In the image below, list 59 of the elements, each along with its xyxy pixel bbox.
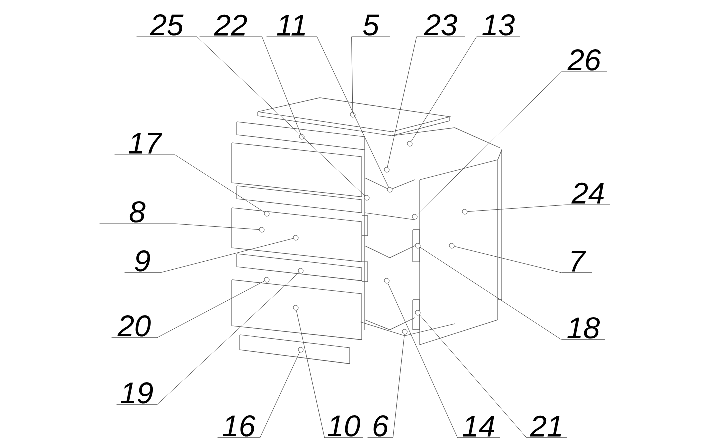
leader-line (156, 281, 265, 338)
part-point (412, 214, 418, 220)
leader-line (411, 36, 478, 142)
part-point (364, 195, 370, 201)
part-point (259, 227, 265, 233)
callout-number: 9 (124, 250, 161, 274)
callout-number: 10 (324, 416, 364, 438)
part-point (462, 209, 468, 215)
callout-number: 20 (112, 316, 158, 338)
part-point (299, 134, 305, 140)
part-point (415, 243, 421, 249)
leader-line (468, 204, 568, 212)
callout-number: 25 (136, 14, 198, 38)
callout-number: 24 (566, 182, 610, 206)
leader-line (296, 310, 326, 438)
callout-number: 23 (416, 14, 466, 38)
part-point (449, 243, 455, 249)
callout-number: 8 (100, 202, 176, 224)
part-point (350, 112, 356, 118)
leader-line (316, 36, 390, 188)
leader-line (160, 238, 294, 274)
callout-number: 16 (218, 416, 260, 438)
leader-line (260, 352, 300, 438)
part-point (415, 310, 421, 316)
part-point (384, 278, 390, 284)
callout-number: 6 (368, 416, 394, 438)
leader-line (174, 224, 260, 230)
callout-number: 7 (562, 251, 592, 274)
part-point (264, 277, 270, 283)
callout-number: 14 (458, 416, 500, 438)
part-point (298, 347, 304, 353)
leader-line (416, 72, 562, 216)
part-point (407, 141, 413, 147)
part-point (264, 211, 270, 217)
callout-number: 13 (476, 14, 520, 38)
part-point (293, 235, 299, 241)
part-point (384, 167, 390, 173)
callout-number: 26 (562, 50, 608, 72)
part-point (293, 305, 299, 311)
callout-number: 19 (116, 382, 158, 406)
leader-line (420, 247, 562, 340)
callout-number: 11 (266, 15, 318, 38)
callout-number: 21 (526, 416, 568, 438)
part-point (387, 187, 393, 193)
part-point (402, 329, 408, 335)
leader-line (420, 314, 528, 438)
leader-line (196, 36, 366, 196)
leader-line (174, 154, 265, 213)
part-point (298, 268, 304, 274)
leader-line (454, 246, 562, 274)
leader-line (352, 36, 354, 112)
leader-line (262, 36, 302, 135)
leader-line (392, 334, 405, 438)
callout-number: 5 (352, 14, 390, 38)
callout-number: 22 (200, 14, 262, 38)
leader-line (388, 283, 458, 438)
callout-number: 18 (562, 318, 606, 340)
leader-line (387, 36, 418, 168)
callout-number: 17 (114, 133, 176, 156)
